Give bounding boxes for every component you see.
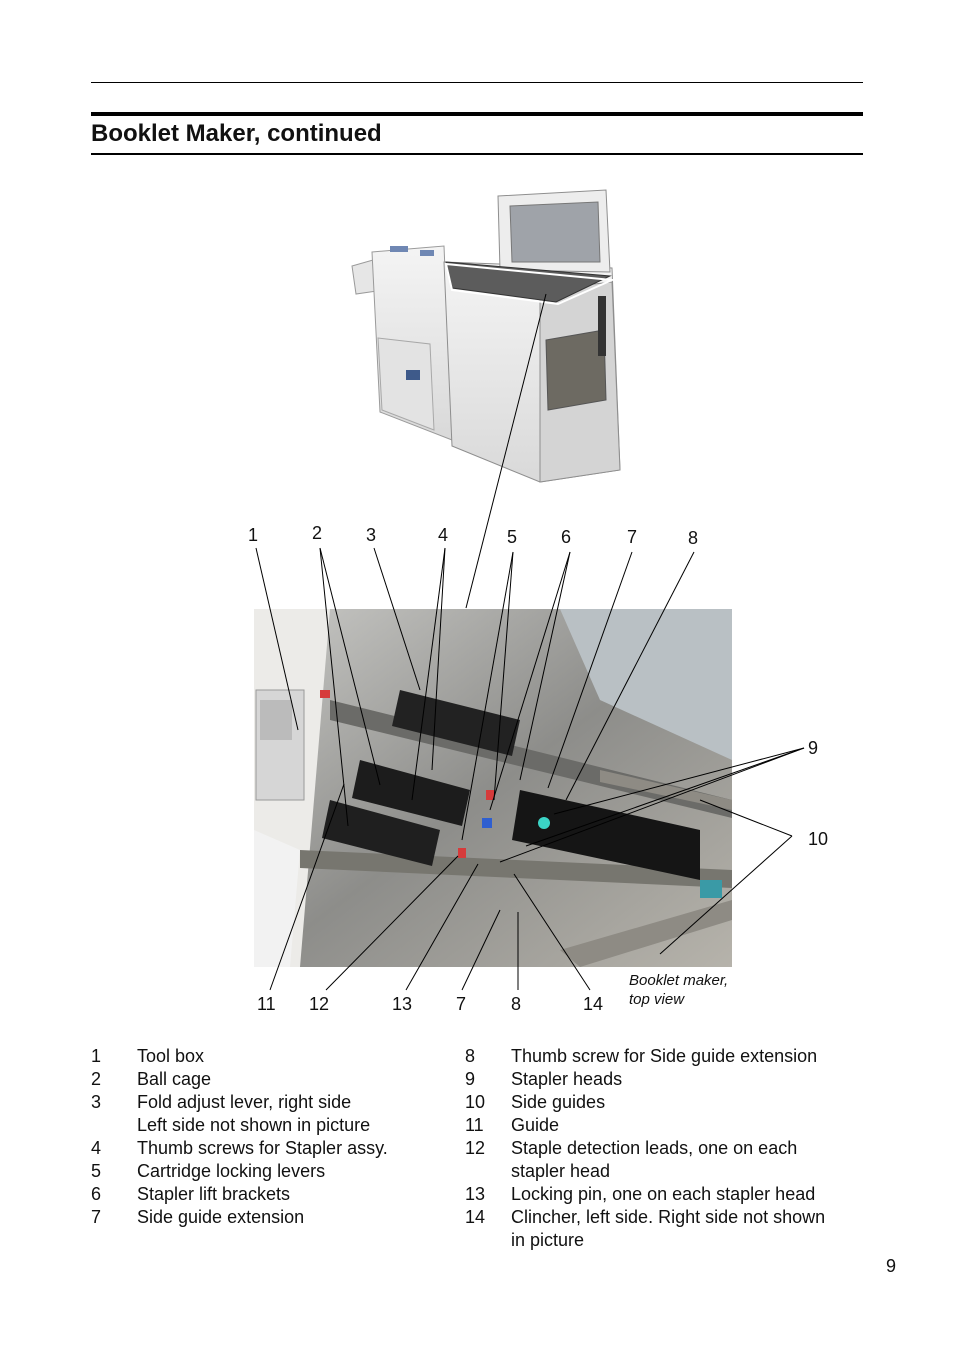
legend-left: 1 Tool box 2 Ball cage 3 Fold adjust lever, r… (91, 1045, 451, 1229)
legend-item: 7 Side guide extension (91, 1206, 451, 1229)
callout-11: 11 (257, 994, 276, 1014)
legend-text: Stapler heads (511, 1069, 623, 1089)
legend-item: 12 Staple detection leads, one on each (465, 1137, 865, 1160)
callout-8-bottom: 8 (511, 994, 522, 1014)
legend-number (465, 1229, 511, 1252)
callout-7: 7 (627, 527, 638, 547)
legend-number: 13 (465, 1184, 486, 1204)
legend-item: 5 Cartridge locking levers (91, 1160, 451, 1183)
legend-item: 11 Guide (465, 1114, 865, 1137)
legend-item: 6 Stapler lift brackets (91, 1183, 451, 1206)
legend-item: 14 Clincher, left side. Right side not sh… (465, 1206, 865, 1229)
legend-text: Side guides (511, 1092, 606, 1112)
legend-number: 8 (465, 1046, 476, 1066)
callout-10: 10 (808, 829, 829, 849)
legend-text: Cartridge locking levers (137, 1161, 326, 1181)
legend-text: Thumb screw for Side guide extension (511, 1046, 818, 1066)
callout-4: 4 (438, 525, 449, 545)
legend-number: 7 (91, 1207, 102, 1227)
title-rule-top (91, 112, 863, 116)
legend-item: 10 Side guides (465, 1091, 865, 1114)
legend-number: 5 (91, 1161, 102, 1181)
booklet-maker-figure (254, 189, 805, 991)
callout-14: 14 (583, 994, 604, 1014)
callout-13: 13 (392, 994, 413, 1014)
legend-item: 1 Tool box (91, 1045, 451, 1068)
caption-line-1: Booklet maker, (629, 972, 729, 989)
header-rule (91, 82, 863, 83)
page-number: 9 (886, 1256, 897, 1276)
callout-3: 3 (366, 525, 377, 545)
legend-item: 9 Stapler heads (465, 1068, 865, 1091)
legend-text: Side guide extension (137, 1207, 305, 1227)
callout-6: 6 (561, 527, 572, 547)
legend-text: Thumb screws for Stapler assy. (137, 1138, 388, 1158)
legend-text: Ball cage (137, 1069, 212, 1089)
leader-lines (255, 293, 805, 991)
callout-1: 1 (248, 525, 259, 545)
legend-number: 10 (465, 1092, 486, 1112)
legend-number: 12 (465, 1138, 486, 1158)
legend-item: Left side not shown in picture (91, 1114, 451, 1137)
legend-number: 11 (465, 1115, 484, 1135)
legend-text: Staple detection leads, one on each (511, 1138, 798, 1158)
page-title: Booklet Maker, continued (91, 120, 382, 147)
legend-text: Fold adjust lever, right side (137, 1092, 352, 1112)
legend-item: stapler head (465, 1160, 865, 1183)
callout-7-bottom: 7 (456, 994, 467, 1014)
legend-text: Tool box (137, 1046, 205, 1066)
legend-item: 4 Thumb screws for Stapler assy. (91, 1137, 451, 1160)
callout-9: 9 (808, 738, 819, 758)
callout-5: 5 (507, 527, 518, 547)
legend-item: 13 Locking pin, one on each stapler head (465, 1183, 865, 1206)
legend-text: Stapler lift brackets (137, 1184, 291, 1204)
callout-2: 2 (312, 523, 323, 543)
caption-line-2: top view (629, 991, 685, 1008)
legend-text: Clincher, left side. Right side not show… (511, 1207, 826, 1227)
legend-number: 2 (91, 1069, 102, 1089)
legend-item: 3 Fold adjust lever, right side (91, 1091, 451, 1114)
legend-number: 1 (91, 1046, 102, 1066)
legend-number: 4 (91, 1138, 102, 1158)
callout-8: 8 (688, 528, 699, 548)
legend-number (465, 1160, 511, 1183)
figure-caption: Booklet maker, top view (629, 971, 769, 1009)
legend-item: in picture (465, 1229, 865, 1252)
legend-number (91, 1114, 137, 1137)
legend-text: in picture (511, 1230, 585, 1250)
legend-text: stapler head (511, 1161, 611, 1181)
legend-item: 8 Thumb screw for Side guide extension (465, 1045, 865, 1068)
legend-number: 3 (91, 1092, 102, 1112)
legend-number: 14 (465, 1207, 486, 1227)
machine-overview-illustration (351, 189, 621, 483)
legend-text: Left side not shown in picture (137, 1115, 371, 1135)
title-rule-bottom (91, 153, 863, 155)
legend-number: 6 (91, 1184, 102, 1204)
legend-text: Guide (511, 1115, 560, 1135)
legend-item: 2 Ball cage (91, 1068, 451, 1091)
legend-number: 9 (465, 1069, 476, 1089)
legend-text: Locking pin, one on each stapler head (511, 1184, 816, 1204)
callout-12: 12 (309, 994, 330, 1014)
